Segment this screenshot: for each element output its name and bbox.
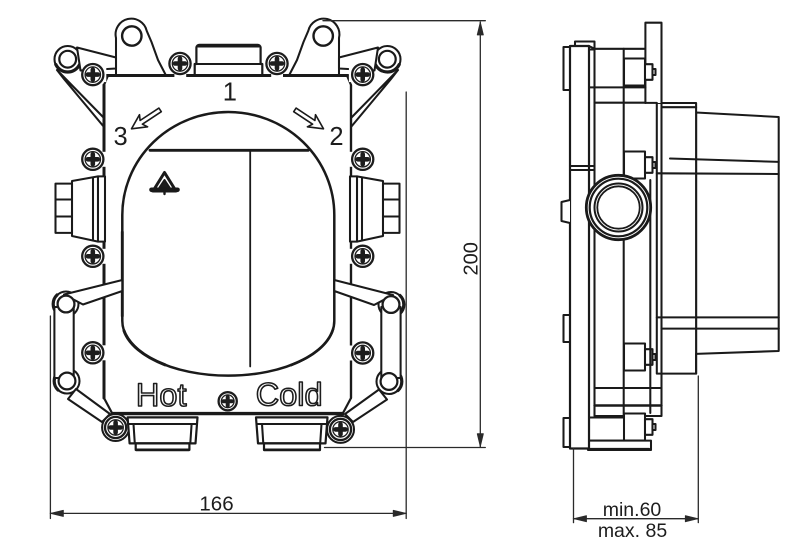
svg-text:1: 1 bbox=[223, 78, 237, 106]
svg-text:Hot: Hot bbox=[136, 377, 187, 413]
svg-text:2: 2 bbox=[329, 123, 343, 151]
svg-text:200: 200 bbox=[460, 242, 482, 275]
svg-text:max. 85: max. 85 bbox=[598, 520, 668, 542]
svg-text:min.60: min.60 bbox=[603, 499, 662, 521]
svg-text:Cold: Cold bbox=[256, 377, 323, 413]
svg-text:3: 3 bbox=[114, 123, 128, 151]
svg-text:166: 166 bbox=[199, 493, 233, 516]
